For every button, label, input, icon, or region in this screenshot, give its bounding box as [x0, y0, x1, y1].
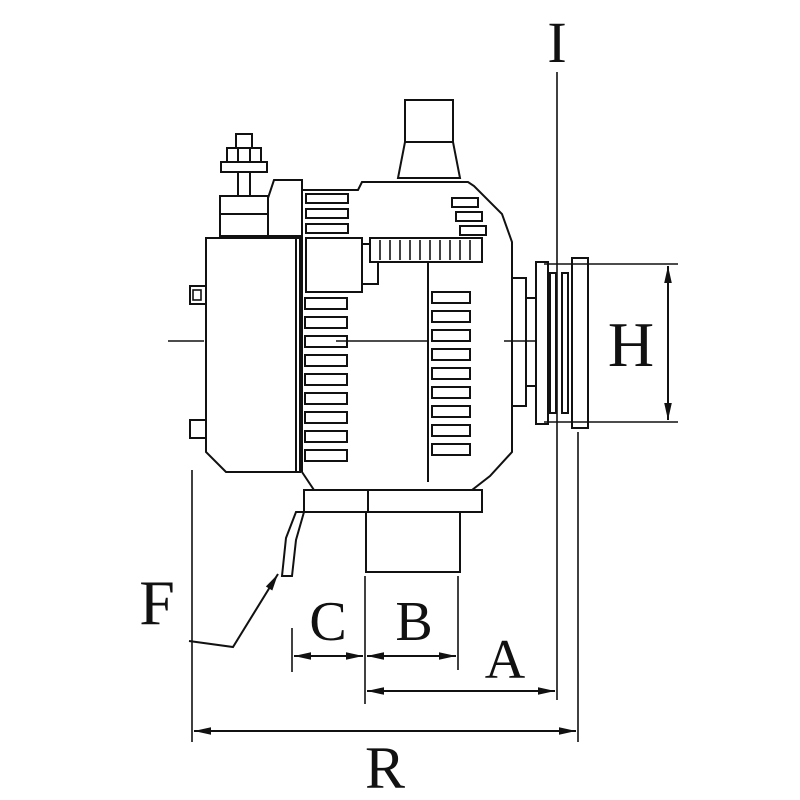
pulley-groove-wall-1: [549, 272, 557, 414]
terminal-nut: [226, 147, 262, 163]
terminal-stud-top: [235, 133, 253, 149]
top-mounting-lug: [396, 99, 462, 179]
terminal-base-block: [219, 195, 269, 237]
rear-cover-tab-bottom: [189, 419, 207, 439]
brush-holder-block: [305, 237, 379, 293]
upper-vent-slats-left: [305, 193, 349, 234]
cooling-fins-right: [431, 291, 471, 456]
dimension-h: H: [544, 263, 678, 423]
alternator-body: [168, 99, 589, 577]
dimension-label-b: B: [395, 591, 432, 653]
pulley-groove-wall-2: [561, 272, 569, 414]
drive-shaft-steps: [511, 277, 537, 407]
dimension-c: C: [294, 591, 363, 660]
leader-f: F: [139, 567, 279, 649]
terminal-bracket: [267, 179, 303, 237]
dimension-a: A: [367, 629, 555, 695]
dimension-label-c: C: [309, 591, 346, 653]
pulley: [535, 257, 589, 429]
upper-vent-slats-right: [451, 197, 487, 236]
terminal-bolt: [219, 133, 303, 237]
pulley-plate-left: [535, 261, 549, 425]
dimension-label-i: I: [547, 10, 566, 75]
dimension-label-a: A: [485, 629, 526, 691]
pulley-plate-right: [571, 257, 589, 429]
rear-cover: [189, 237, 301, 473]
dimension-b: B: [367, 591, 456, 660]
dimension-label-r: R: [365, 735, 405, 800]
bottom-plate: [303, 489, 483, 513]
dimension-label-f: F: [139, 567, 175, 638]
leader-f-arrow: [188, 573, 279, 649]
wire-clip-tab: [280, 511, 306, 577]
bottom-mounting-lug: [365, 511, 461, 573]
dimension-r: R: [194, 727, 576, 800]
dimension-label-h: H: [608, 309, 654, 380]
extension-lines: [191, 432, 579, 742]
ribbed-top-band: [369, 237, 483, 263]
terminal-washer: [220, 161, 268, 173]
bottom-bracket: [280, 489, 483, 577]
cooling-fins-left: [304, 297, 348, 462]
